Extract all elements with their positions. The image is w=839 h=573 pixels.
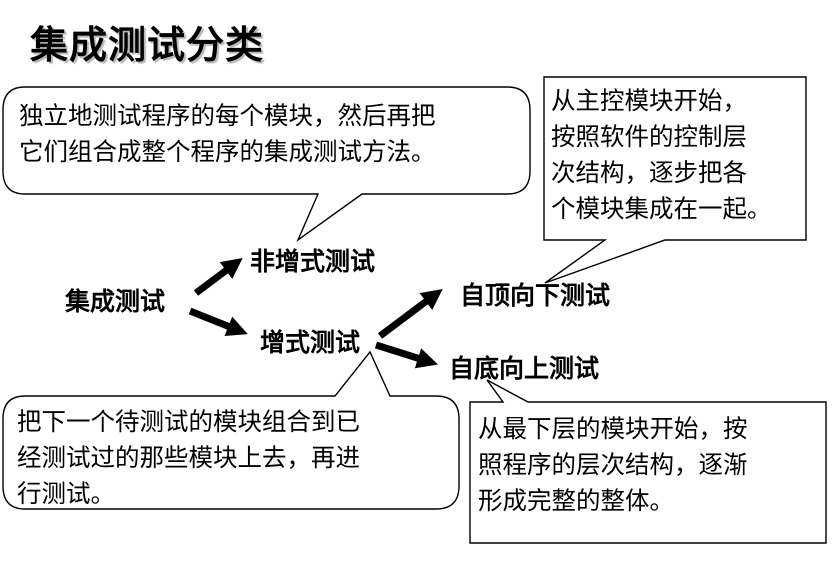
callout-line: 它们组合成整个程序的集成测试方法。 [19, 137, 436, 166]
arrow-to-top-down [377, 288, 443, 339]
incremental-callout-shape [2, 350, 460, 510]
callout-line: 按照软件的控制层 [551, 122, 747, 151]
callout-line: 形成完整的整体。 [478, 486, 674, 515]
node-integration-testing: 集成测试 [65, 287, 166, 316]
callout-line: 次结构，逐步把各 [551, 158, 747, 187]
bottomup-callout-shape [469, 379, 827, 544]
definition-callout-shape [2, 86, 531, 243]
callout-line: 从最下层的模块开始，按 [478, 414, 748, 443]
node-top-down-testing: 自顶向下测试 [460, 281, 611, 310]
callout-line: 照程序的层次结构，逐渐 [478, 450, 748, 479]
page-title: 集成测试分类 [30, 23, 265, 67]
callout-line: 从主控模块开始， [551, 86, 747, 115]
topdown-callout-shape [543, 76, 807, 284]
callout-line: 行测试。 [17, 479, 115, 508]
topdown-callout-text: 从主控模块开始， 按照软件的控制层 次结构，逐步把各 个模块集成在一起。 [551, 83, 772, 227]
arrow-to-non-incremental [193, 257, 243, 296]
incremental-callout-text: 把下一个待测试的模块组合到已 经测试过的那些模块上去，再进 行测试。 [17, 404, 360, 512]
arrow-to-bottom-up [374, 341, 439, 369]
arrow-to-incremental [188, 307, 248, 337]
node-bottom-up-testing: 自底向上测试 [449, 354, 600, 383]
node-non-incremental-testing: 非增式测试 [250, 247, 376, 276]
callout-line: 把下一个待测试的模块组合到已 [17, 407, 360, 436]
node-incremental-testing: 增式测试 [260, 328, 361, 357]
callout-line: 独立地测试程序的每个模块，然后再把 [19, 101, 436, 130]
callout-line: 经测试过的那些模块上去，再进 [17, 443, 360, 472]
bottomup-callout-text: 从最下层的模块开始，按 照程序的层次结构，逐渐 形成完整的整体。 [478, 411, 748, 519]
definition-callout-text: 独立地测试程序的每个模块，然后再把 它们组合成整个程序的集成测试方法。 [19, 98, 436, 170]
callout-line: 个模块集成在一起。 [551, 194, 772, 223]
